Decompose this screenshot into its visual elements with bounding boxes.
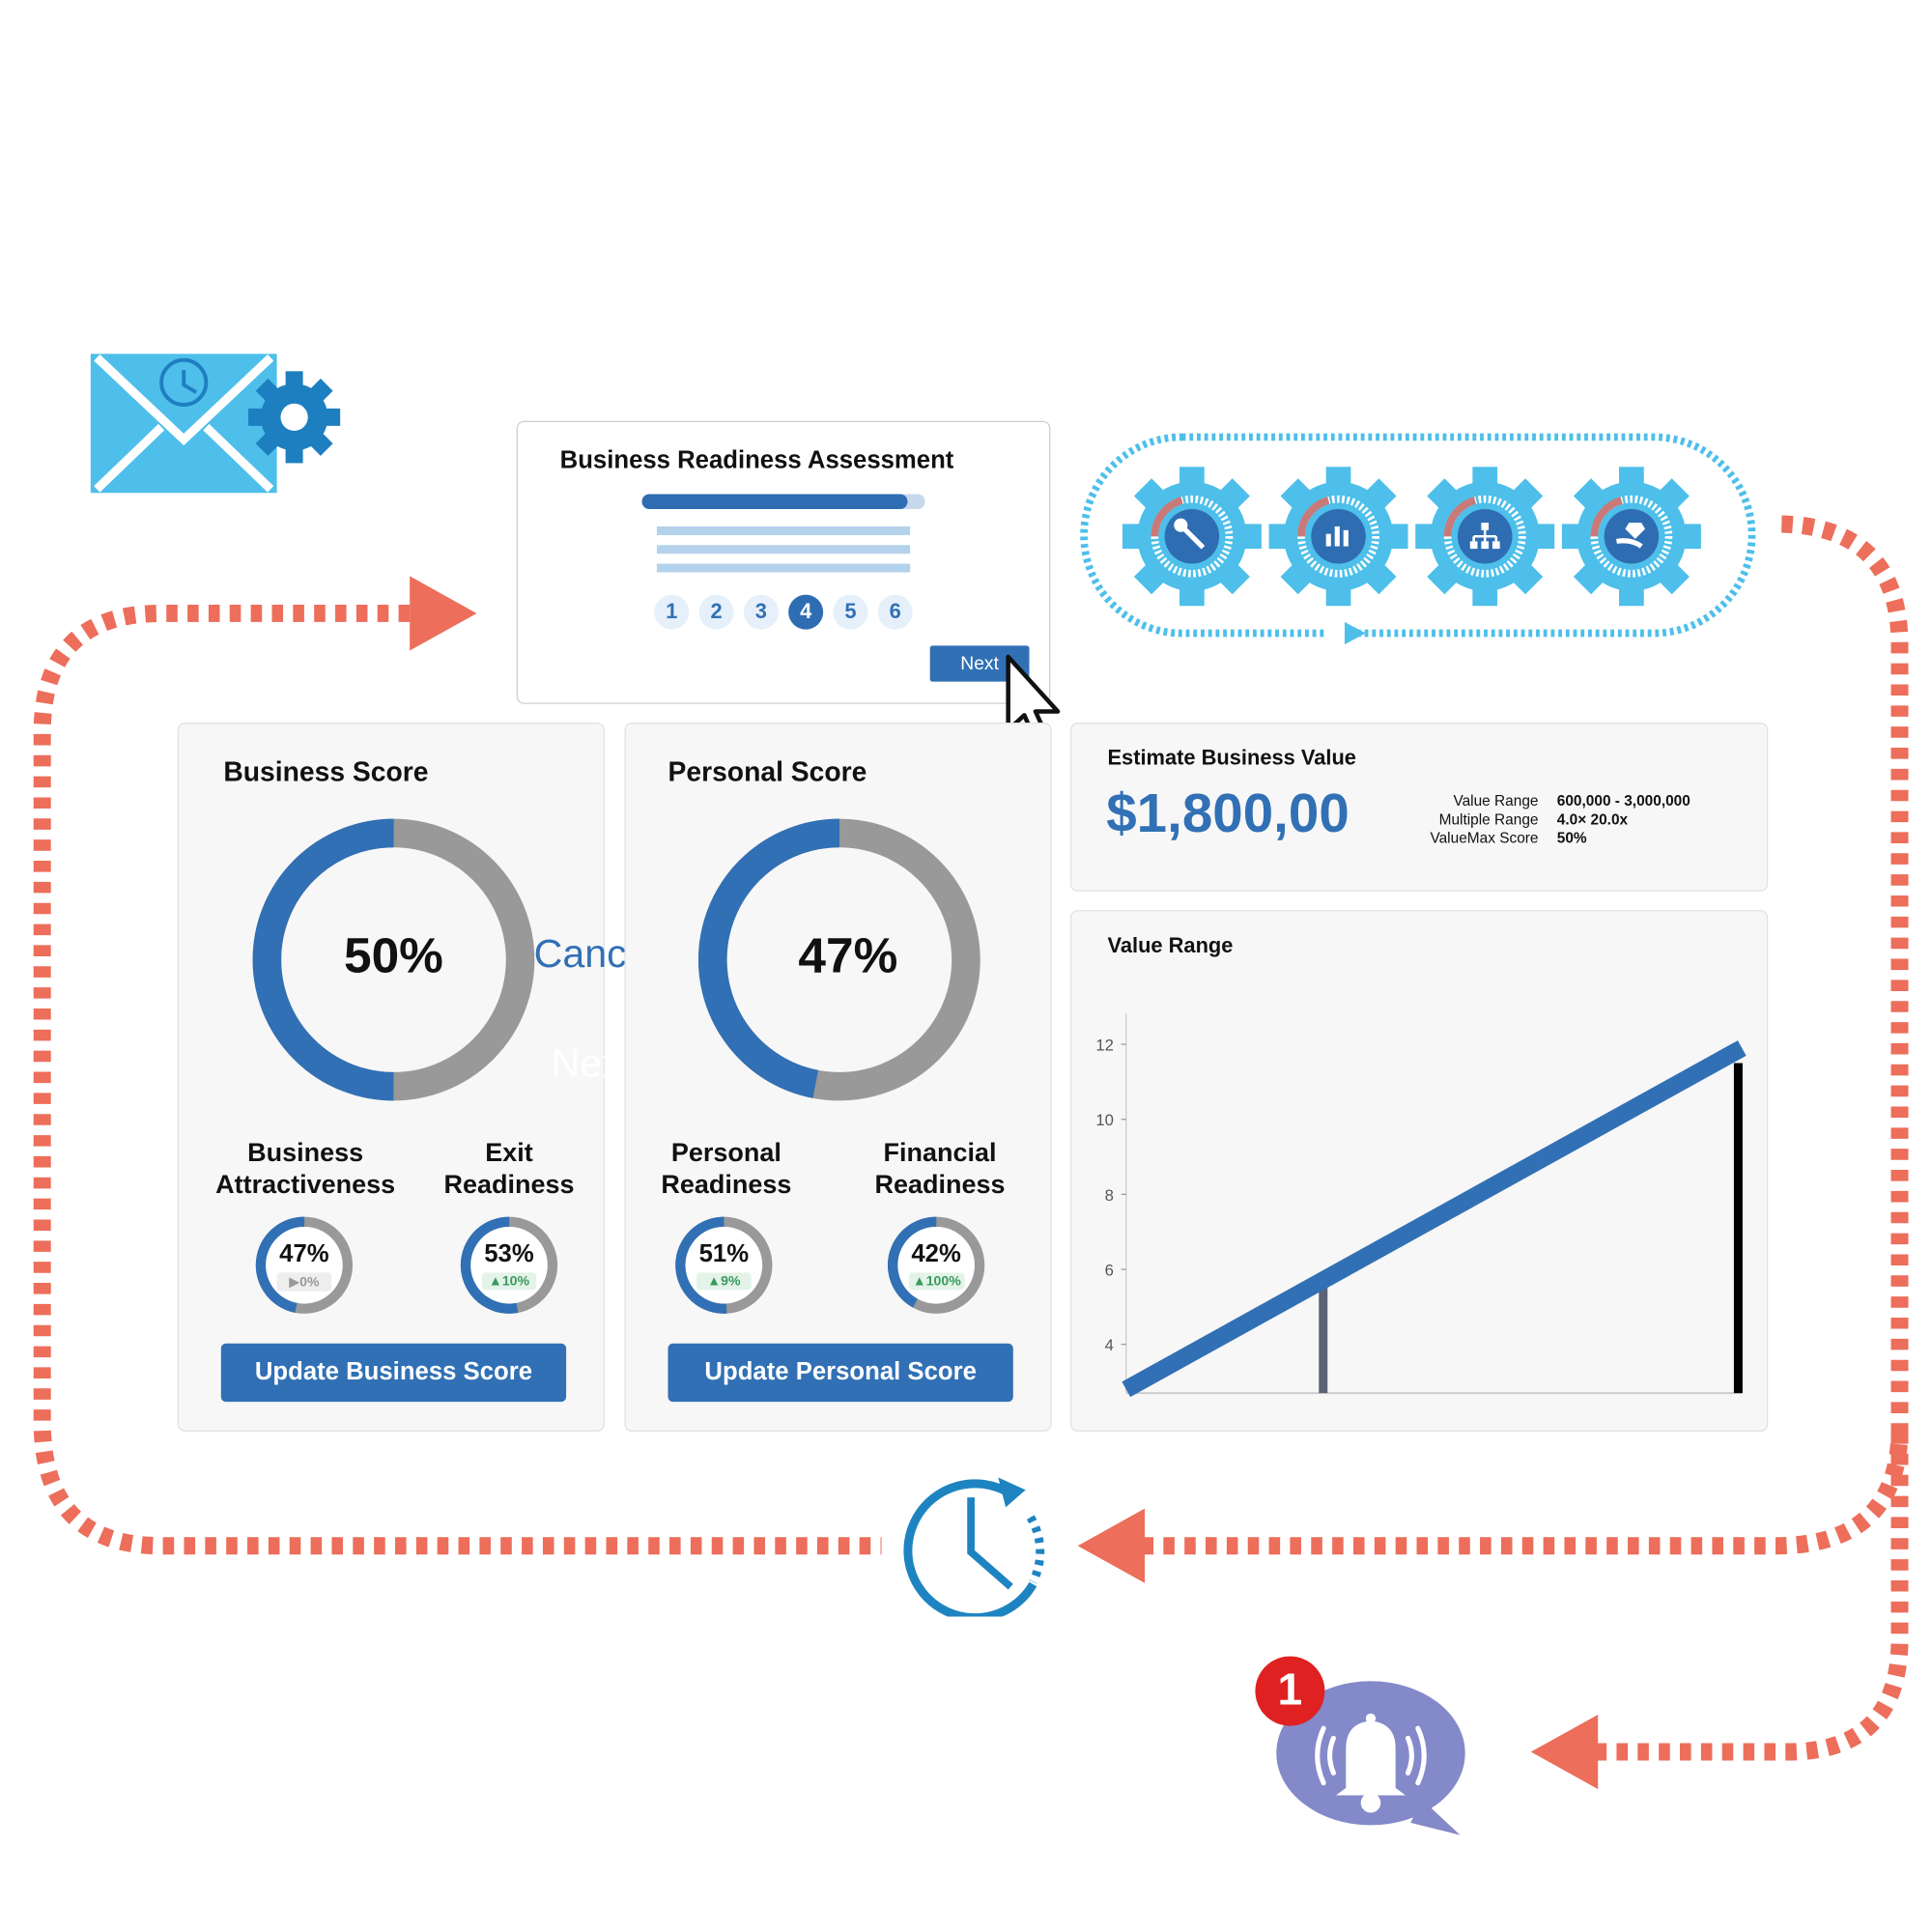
estimate-value-card: Estimate Business Value $1,800,00 Value … [1069, 723, 1769, 892]
step-5[interactable]: 5 [833, 594, 868, 630]
subscore-delta-badge: ▲9% [696, 1272, 752, 1291]
assessment-progress-track [641, 494, 925, 509]
subscore-delta-badge: ▲10% [481, 1272, 537, 1291]
process-gear [1561, 467, 1701, 607]
bar-chart-icon [1325, 526, 1349, 547]
value-range-line [1122, 1040, 1747, 1398]
notification-bubble [1255, 1656, 1465, 1835]
y-tick-label: 12 [1095, 1036, 1114, 1054]
value-range-card: Value Range 12 10 8 6 4 [1069, 910, 1769, 1432]
step-4[interactable]: 4 [788, 594, 824, 630]
update-personal-score-button[interactable]: Update Personal Score [668, 1343, 1013, 1403]
meta-value: 600,000 - 3,000,000 [1556, 792, 1690, 810]
ghost-next-label: Next [551, 1040, 634, 1086]
text-placeholder-line [656, 526, 911, 535]
step-1[interactable]: 1 [654, 594, 690, 630]
personal-score-donut [697, 818, 980, 1101]
step-3[interactable]: 3 [743, 594, 779, 630]
y-tick-label: 6 [1105, 1261, 1114, 1279]
estimate-value: $1,800,00 [1106, 783, 1350, 845]
clock-refresh-icon [903, 1477, 1045, 1617]
meta-label: Value Range [1453, 792, 1539, 810]
org-chart-icon [1469, 523, 1500, 550]
update-business-score-button[interactable]: Update Business Score [220, 1343, 567, 1403]
gauge-fill [675, 1216, 773, 1314]
text-placeholder-line [656, 545, 911, 554]
business-score-title: Business Score [223, 755, 429, 787]
personal-score-value: 47% [798, 928, 898, 983]
process-gear [1415, 467, 1555, 607]
bell-ring-lines [1315, 1725, 1427, 1786]
process-gear [1122, 467, 1262, 607]
diamond-hand-icon [1616, 523, 1646, 549]
step-2[interactable]: 2 [698, 594, 734, 630]
arrowhead-left-mid [1077, 1508, 1146, 1583]
email-schedule-icon [90, 354, 341, 494]
y-tick-label: 10 [1095, 1111, 1114, 1129]
value-range-chart: 12 10 8 6 4 [1095, 1012, 1747, 1398]
estimate-title: Estimate Business Value [1107, 746, 1356, 770]
process-gear [1268, 467, 1408, 607]
text-placeholder-line [656, 563, 911, 573]
chart-title: Value Range [1107, 933, 1234, 957]
right-loop-path [1142, 515, 1909, 1555]
business-score-donut [252, 818, 535, 1101]
subscore-value: 42% [911, 1240, 961, 1268]
y-tick-label: 4 [1105, 1336, 1114, 1354]
business-score-value: 50% [343, 928, 443, 983]
gauge-fill [460, 1216, 558, 1314]
arrowhead-right [410, 576, 477, 651]
y-tick-label: 8 [1105, 1186, 1114, 1205]
meta-value: 50% [1556, 829, 1587, 847]
step-6[interactable]: 6 [877, 594, 913, 630]
subscore-value: 51% [698, 1240, 750, 1268]
meta-label: Multiple Range [1438, 810, 1539, 829]
lower-loop-path [1595, 1428, 1909, 1761]
wrench-icon [1174, 518, 1206, 550]
bell-icon [1335, 1713, 1406, 1813]
process-gears-group [1080, 433, 1756, 645]
subscore-value: 53% [484, 1240, 534, 1268]
notification-count: 1 [1277, 1663, 1303, 1715]
assessment-progress-fill [641, 494, 908, 509]
subscore-delta-badge: ▶0% [276, 1272, 332, 1292]
personal-score-title: Personal Score [668, 755, 867, 787]
notification-count-badge [1255, 1656, 1325, 1726]
left-loop-path [33, 604, 882, 1555]
arrowhead-left-bottom [1530, 1714, 1599, 1790]
gear-icon [248, 371, 341, 464]
meta-value: 4.0× 20.0x [1556, 810, 1629, 829]
assessment-title: Business Readiness Assessment [559, 446, 954, 474]
subscore-value: 47% [279, 1240, 329, 1268]
subscore-delta-badge: ▲100% [908, 1272, 965, 1291]
meta-label: ValueMax Score [1430, 829, 1539, 847]
